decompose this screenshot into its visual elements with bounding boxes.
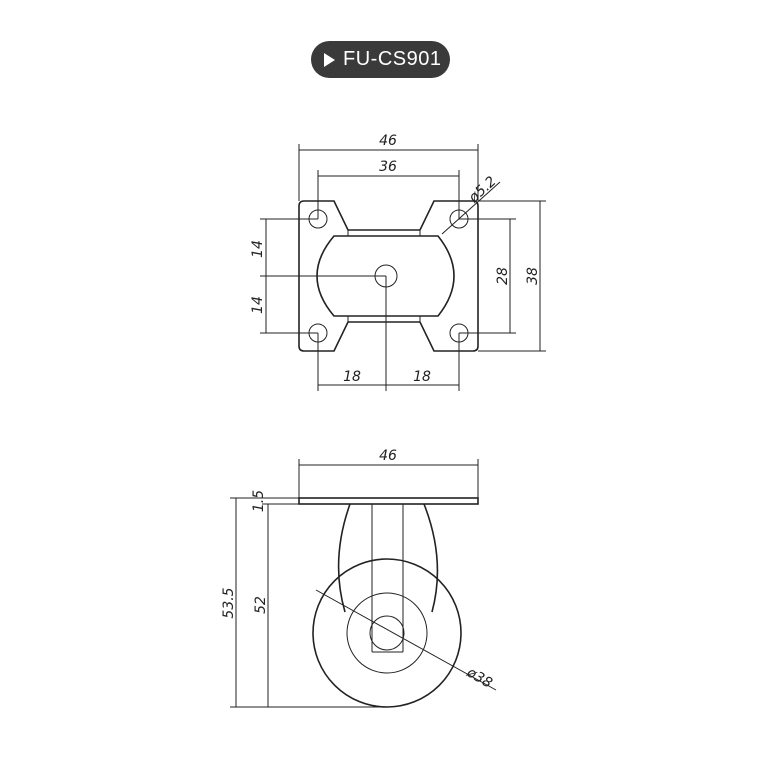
dim-height-right: 28 38 [459,200,546,352]
dim-label-wheel-height: 52 [253,596,269,614]
dim-label-total-height: 53.5 [221,587,237,618]
upper-bridge [347,230,421,237]
side-view: 46 1.5 53.5 52 ø38 [221,448,497,708]
wheel-housing [316,235,455,317]
dim-label-plate-thickness: 1.5 [251,490,267,512]
dim-hole-spacing-x: 36 [317,159,460,219]
dim-label-offset-upper: 14 [250,240,266,258]
dim-label-offset-lower: 14 [250,296,266,314]
dim-label-plate-width: 46 [379,448,397,464]
dim-label-hole-spacing-x: 36 [379,159,397,175]
wheel-outer [312,558,462,708]
play-triangle-icon [324,52,335,67]
dim-label-half-right: 18 [413,369,431,385]
dim-width-total: 46 [298,133,479,201]
lower-bridge [347,315,421,322]
dim-plate-width: 46 [298,448,479,498]
dim-plate-thickness: 1.5 [251,490,299,512]
dim-total-height: 53.5 [221,497,387,708]
dim-wheel-diameter: ø38 [315,589,497,692]
wheel-hub [346,592,428,674]
dim-label-wheel-diameter: ø38 [463,664,495,692]
side-top-plate [298,497,479,505]
dim-label-half-left: 18 [343,369,361,385]
model-code: FU-CS901 [343,48,442,70]
model-badge: FU-CS901 [311,41,450,78]
dim-label-width-total: 46 [379,133,397,149]
fork-outline [337,503,439,613]
dim-hole-diameter: ø5.2 [441,173,501,235]
dim-label-hole-spacing-y: 28 [495,267,511,285]
dim-halves-bottom: 18 18 [317,276,460,391]
top-view: 46 36 ø5.2 14 14 28 [250,133,546,391]
dim-wheel-height: 52 [253,504,269,707]
dim-label-height-total: 38 [525,267,541,285]
wheel-axle [369,615,405,651]
dim-offset-left: 14 14 [250,218,386,334]
mounting-plate-outline [298,200,479,352]
